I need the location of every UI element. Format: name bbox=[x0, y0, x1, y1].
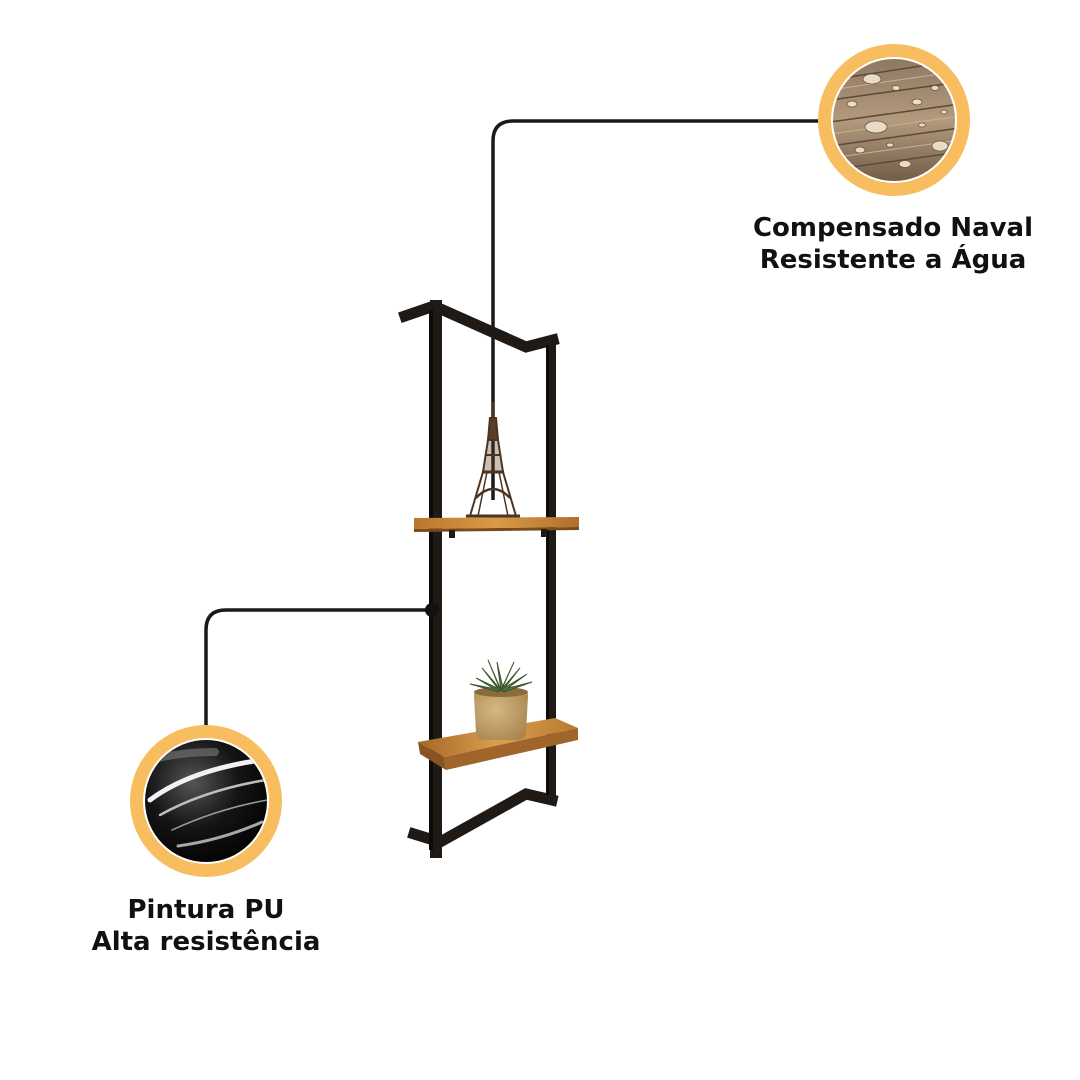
connector-line-bottom bbox=[204, 608, 432, 728]
feature-title-line1: Compensado Naval bbox=[752, 213, 1034, 243]
feature-title-line1: Pintura PU bbox=[127, 895, 285, 925]
connector-line-top bbox=[491, 119, 818, 500]
shelf-frame bbox=[398, 300, 560, 858]
feature-title-line2: Alta resistência bbox=[91, 927, 321, 957]
feature-title-line2: Resistente a Água bbox=[759, 245, 1027, 275]
feature-label-naval-plywood: Compensado Naval Resistente a Água bbox=[740, 212, 1046, 276]
feature-label-pu-paint: Pintura PU Alta resistência bbox=[56, 894, 356, 958]
potted-succulent bbox=[469, 659, 533, 740]
eiffel-tower-figurine bbox=[466, 402, 520, 518]
mount-knob bbox=[425, 603, 439, 617]
glossy-black-paint-icon bbox=[130, 725, 282, 877]
water-drops-wood-icon bbox=[818, 44, 970, 196]
upper-shelf bbox=[414, 517, 579, 538]
